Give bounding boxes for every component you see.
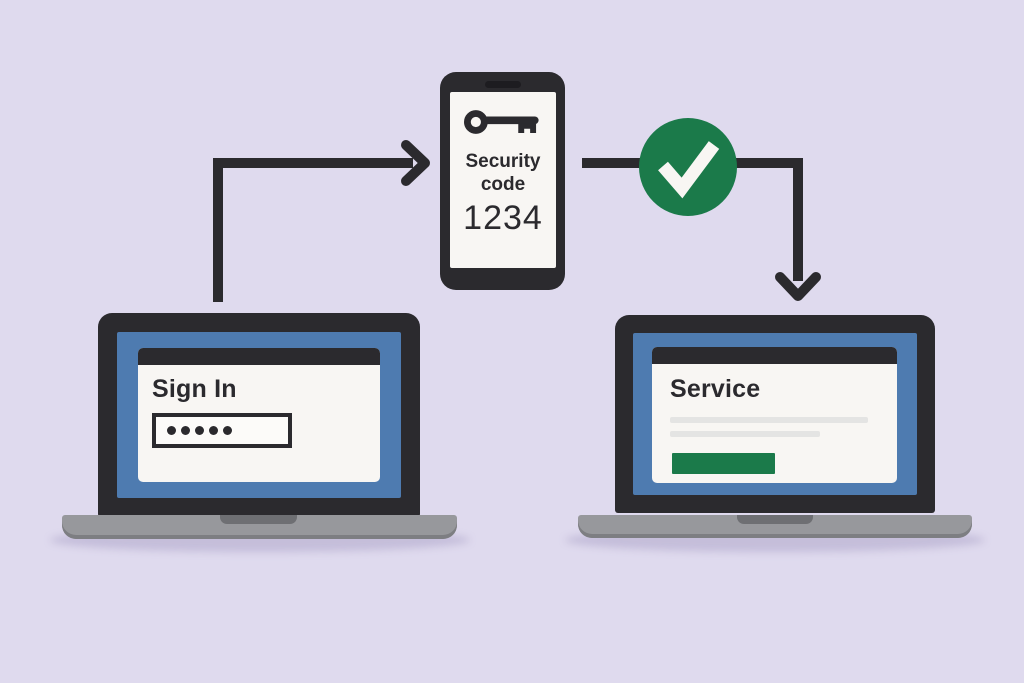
password-dot <box>167 426 176 435</box>
service-action-button <box>672 453 775 474</box>
left-arrow <box>213 140 430 302</box>
service-window-titlebar <box>652 347 897 364</box>
checkmark-icon <box>658 141 720 199</box>
verification-badge <box>639 118 737 216</box>
security-code-label: Security code <box>465 151 541 196</box>
phone: Security code 1234 <box>440 72 565 290</box>
service-window: Service <box>652 347 897 483</box>
sign-in-window-titlebar <box>138 348 380 365</box>
password-dot <box>209 426 218 435</box>
arrow-down-head-icon <box>775 272 821 301</box>
service-title: Service <box>670 375 761 403</box>
phone-screen: Security code 1234 <box>450 92 556 268</box>
security-code-value: 1234 <box>463 199 543 238</box>
password-dot <box>223 426 232 435</box>
right-laptop-base <box>578 515 972 538</box>
right-arrow <box>582 158 821 301</box>
sign-in-title: Sign In <box>152 375 237 403</box>
password-dot <box>195 426 204 435</box>
placeholder-lines <box>670 417 897 437</box>
password-dot <box>181 426 190 435</box>
arrow-right-head-icon <box>401 140 430 186</box>
placeholder-line <box>670 417 868 423</box>
phone-speaker <box>484 81 521 88</box>
right-laptop-notch <box>737 515 813 524</box>
left-laptop-notch <box>220 515 297 524</box>
password-input <box>152 413 292 448</box>
sign-in-window: Sign In <box>138 348 380 482</box>
placeholder-line <box>670 431 820 437</box>
key-icon <box>464 110 539 134</box>
